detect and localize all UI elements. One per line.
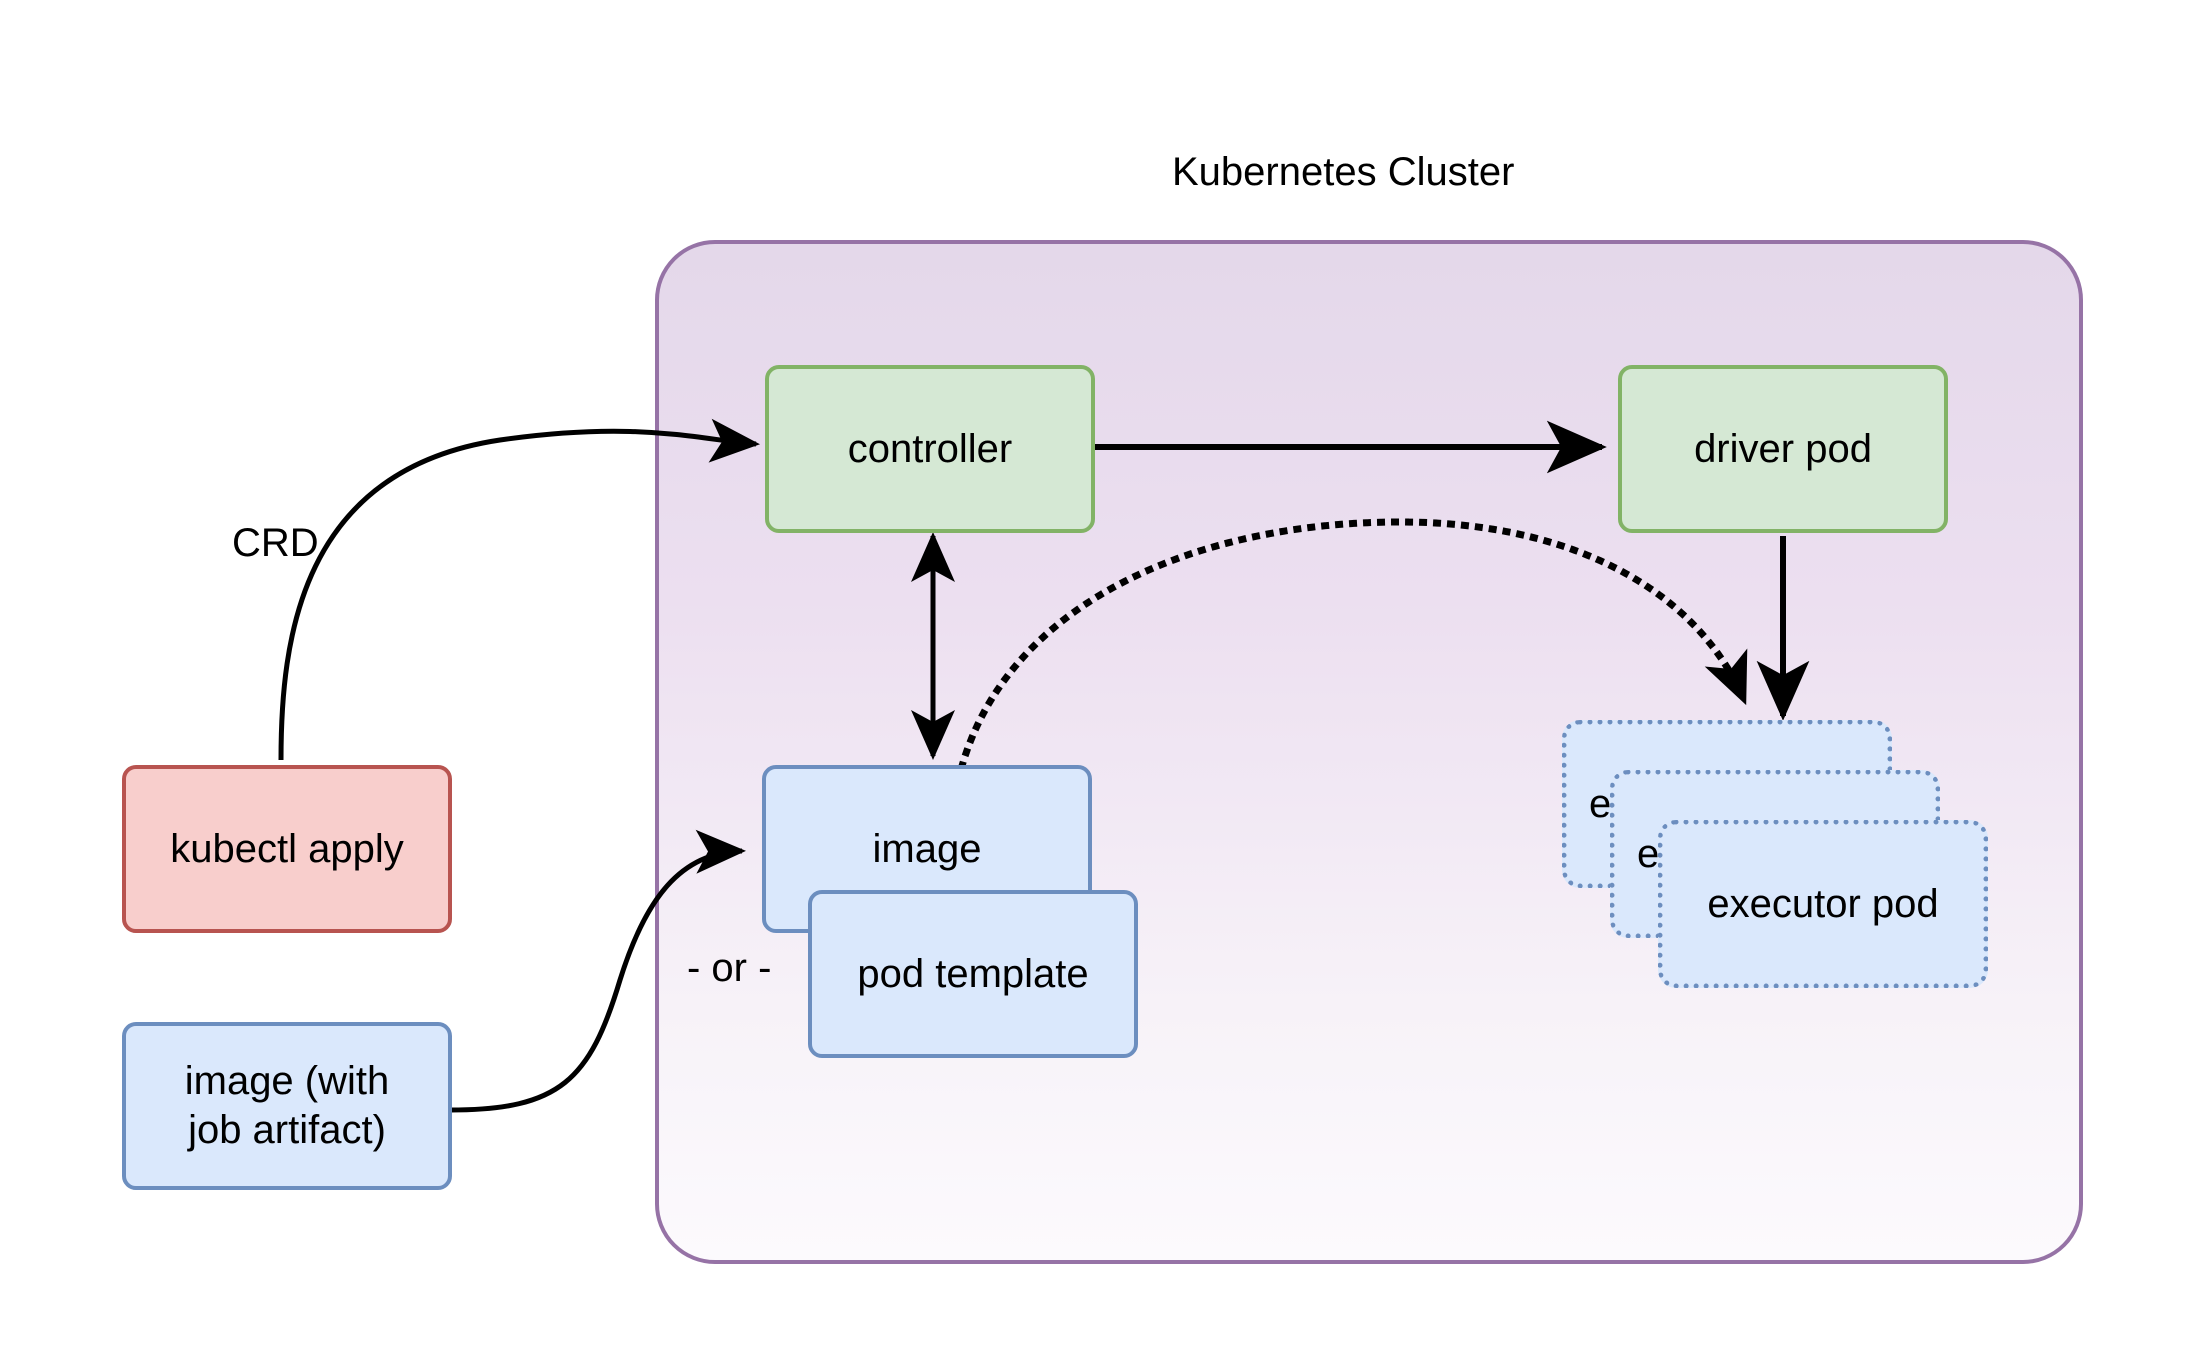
node-controller[interactable]: controller xyxy=(765,365,1095,533)
node-driver-pod[interactable]: driver pod xyxy=(1618,365,1948,533)
node-controller-label: controller xyxy=(847,426,1013,471)
edge-label-or: - or - xyxy=(687,946,772,990)
node-pod-template[interactable]: pod template xyxy=(808,890,1138,1058)
node-image-with-job-artifact[interactable]: image (with job artifact) xyxy=(122,1022,452,1190)
node-executor-pod-front-label: executor pod xyxy=(1707,881,1939,926)
node-executor-pod-front[interactable]: executor pod xyxy=(1658,820,1988,988)
node-kubectl-apply-label: kubectl apply xyxy=(170,826,404,871)
node-kubectl-apply[interactable]: kubectl apply xyxy=(122,765,452,933)
node-pod-template-label: pod template xyxy=(857,951,1089,996)
cluster-title: Kubernetes Cluster xyxy=(1172,150,1515,194)
node-driver-pod-label: driver pod xyxy=(1694,426,1872,471)
node-image-label: image xyxy=(872,826,982,871)
node-image-with-job-artifact-label: image (with job artifact) xyxy=(184,1059,390,1152)
edge-label-crd: CRD xyxy=(232,521,319,565)
